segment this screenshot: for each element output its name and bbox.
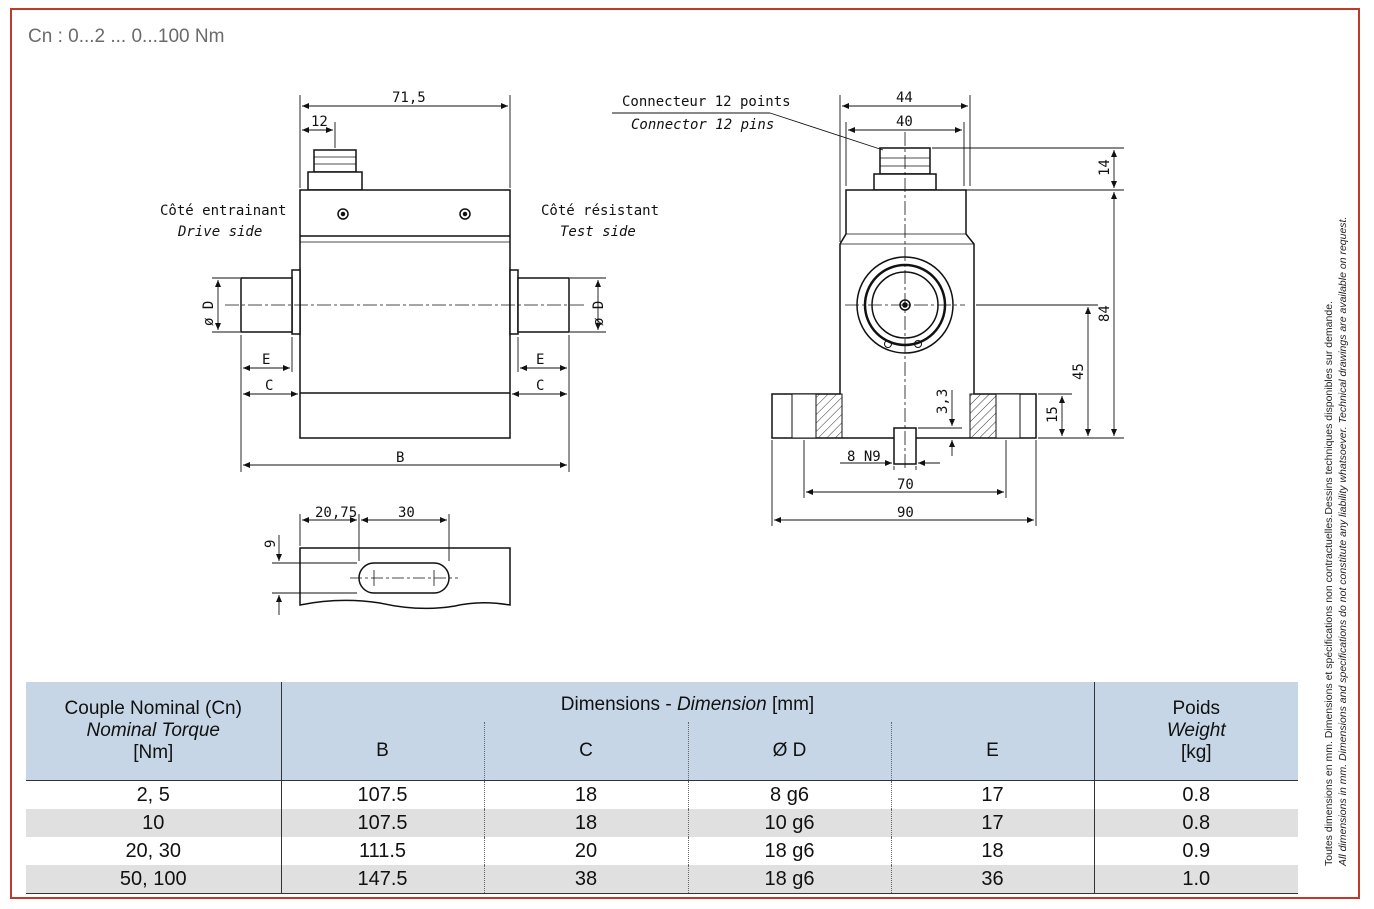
dim-e-left: E xyxy=(262,352,270,368)
weight-header-en: Weight xyxy=(1166,720,1226,741)
torque-cell: 10 xyxy=(26,809,281,837)
torque-cell: 50, 100 xyxy=(26,865,281,894)
weight-cell: 0.8 xyxy=(1093,809,1298,837)
dim-70: 70 xyxy=(897,477,914,493)
torque-header: Couple Nominal (Cn) Nominal Torque [Nm] xyxy=(26,682,281,781)
b-cell: 111.5 xyxy=(280,837,484,865)
dimensions-header-unit: [mm] xyxy=(766,694,815,715)
keyway-detail xyxy=(299,547,511,610)
e-cell: 36 xyxy=(890,865,1094,894)
weight-cell: 0.8 xyxy=(1093,780,1298,809)
c-cell: 18 xyxy=(483,780,688,809)
table-row: 2, 5 107.5 18 8 g6 17 0.8 xyxy=(26,780,1298,809)
dimensions-table: Couple Nominal (Cn) Nominal Torque [Nm] … xyxy=(26,682,1298,894)
dim-e-right: E xyxy=(536,352,544,368)
b-cell: 147.5 xyxy=(280,865,484,894)
dim-d-left: ø D xyxy=(201,301,217,326)
connector-label-en: Connector 12 pins xyxy=(631,117,774,133)
torque-header-en: Nominal Torque xyxy=(86,720,220,741)
dim-3-3: 3,3 xyxy=(935,389,951,414)
e-cell: 18 xyxy=(890,837,1094,865)
c-cell: 38 xyxy=(483,865,688,894)
dim-c-right: C xyxy=(536,378,544,394)
table-row: 50, 100 147.5 38 18 g6 36 1.0 xyxy=(26,865,1298,894)
weight-cell: 1.0 xyxy=(1093,865,1298,894)
dim-90: 90 xyxy=(897,505,914,521)
front-view-labels: 71,5 12 Côté entrainant Drive side Côté … xyxy=(160,90,659,466)
dim-44: 44 xyxy=(896,90,913,106)
dim-14: 14 xyxy=(1097,159,1113,176)
keyway-labels: 20,75 30 9 xyxy=(263,505,415,548)
e-cell: 17 xyxy=(890,780,1094,809)
weight-header-unit: [kg] xyxy=(1180,742,1212,763)
side-view-labels: 44 40 Connecteur 12 points Connector 12 … xyxy=(622,90,1113,521)
torque-cell: 20, 30 xyxy=(125,839,182,862)
c-cell: 20 xyxy=(483,837,688,865)
side-view-dimensions xyxy=(612,95,1124,526)
front-view-dimensions xyxy=(212,95,606,472)
dim-15: 15 xyxy=(1045,406,1061,423)
front-view xyxy=(225,149,585,439)
page-border xyxy=(10,8,1360,899)
c-cell: 18 xyxy=(483,809,688,837)
disclaimer-en: All dimensions in mm. Dimensions and spe… xyxy=(1337,216,1349,866)
torque-cell: 2, 5 xyxy=(136,783,170,806)
b-cell: 107.5 xyxy=(280,780,484,809)
e-cell: 17 xyxy=(890,809,1094,837)
dim-12: 12 xyxy=(311,114,328,130)
dim-84: 84 xyxy=(1097,305,1113,322)
col-d-header: Ø D xyxy=(687,722,891,781)
table-row: 20, 30 111.5 20 18 g6 18 0.9 xyxy=(26,837,1298,865)
dim-71-5: 71,5 xyxy=(392,90,426,106)
torque-header-unit: [Nm] xyxy=(133,742,174,763)
test-side-label-en: Test side xyxy=(560,224,636,240)
dim-d-right: ø D xyxy=(591,301,607,326)
side-view xyxy=(771,132,1037,470)
drive-side-label: Côté entrainant xyxy=(160,203,286,219)
page-subtitle: Cn : 0...2 ... 0...100 Nm xyxy=(28,26,225,47)
dimensions-header: Dimensions - Dimension [mm] xyxy=(280,682,1094,722)
weight-header-fr: Poids xyxy=(1172,698,1221,719)
dim-40: 40 xyxy=(896,114,913,130)
dim-8n9: 8 N9 xyxy=(847,449,881,465)
dimensions-header-en: Dimension xyxy=(676,694,767,715)
dimensions-header-fr: Dimensions - xyxy=(560,694,677,715)
d-cell: 8 g6 xyxy=(687,780,891,809)
dim-b: B xyxy=(396,450,404,466)
b-cell: 107.5 xyxy=(280,809,484,837)
connector-label: Connecteur 12 points xyxy=(622,94,791,110)
test-side-label: Côté résistant xyxy=(541,203,659,219)
torque-header-fr: Couple Nominal (Cn) xyxy=(64,698,242,719)
weight-header: Poids Weight [kg] xyxy=(1093,682,1298,781)
d-cell: 10 g6 xyxy=(687,809,891,837)
drive-side-label-en: Drive side xyxy=(177,224,262,240)
d-cell: 18 g6 xyxy=(687,865,891,894)
col-e-header: E xyxy=(890,722,1094,781)
d-cell: 18 g6 xyxy=(687,837,891,865)
disclaimer-fr: Toutes dimensions en mm. Dimensions et s… xyxy=(1323,301,1335,866)
dim-20-75: 20,75 xyxy=(315,505,357,521)
dim-9: 9 xyxy=(263,540,279,548)
dim-30: 30 xyxy=(398,505,415,521)
table-row: 10 107.5 18 10 g6 17 0.8 xyxy=(26,809,1298,837)
keyway-dimensions xyxy=(272,514,450,615)
col-b-header: B xyxy=(280,722,484,781)
disclaimer-note: Toutes dimensions en mm. Dimensions et s… xyxy=(1322,217,1350,866)
weight-cell: 0.9 xyxy=(1093,837,1298,865)
dim-c-left: C xyxy=(265,378,273,394)
col-c-header: C xyxy=(483,722,688,781)
technical-drawing: 71,5 12 Côté entrainant Drive side Côté … xyxy=(160,90,1124,615)
dim-45: 45 xyxy=(1071,363,1087,380)
